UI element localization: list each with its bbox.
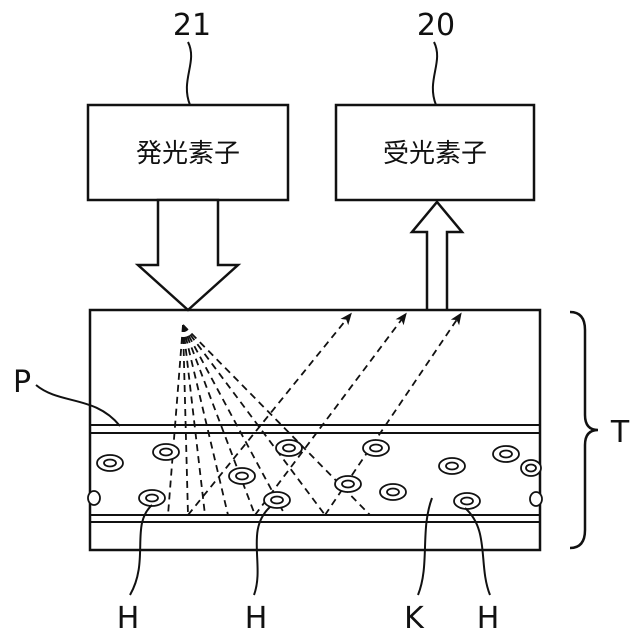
receiver-ref-number: 20 bbox=[417, 8, 455, 43]
target-brace bbox=[570, 312, 598, 548]
emitter-label: 発光素子 bbox=[136, 139, 240, 169]
hole bbox=[521, 460, 541, 476]
film-label: P bbox=[13, 365, 31, 400]
hole bbox=[229, 468, 255, 484]
emitter-ref-number: 21 bbox=[173, 8, 211, 43]
body-leader bbox=[418, 498, 432, 595]
receiver-ref-leader bbox=[433, 42, 437, 105]
reception-arrow bbox=[412, 202, 462, 310]
hole bbox=[380, 484, 406, 500]
hole bbox=[363, 440, 389, 456]
body-label: K bbox=[404, 601, 425, 636]
hole bbox=[493, 446, 519, 462]
hole-1-label: H bbox=[117, 601, 140, 636]
hole bbox=[153, 444, 179, 460]
receiver-label: 受光素子 bbox=[383, 139, 487, 169]
hole bbox=[454, 493, 480, 509]
target-label: T bbox=[610, 415, 630, 450]
hole bbox=[264, 492, 290, 508]
hole bbox=[139, 490, 165, 506]
hole bbox=[88, 491, 100, 505]
hole-3-label: H bbox=[477, 601, 500, 636]
hole bbox=[276, 440, 302, 456]
film-leader bbox=[36, 385, 120, 426]
emission-arrow bbox=[138, 200, 238, 310]
hole bbox=[439, 458, 465, 474]
holes bbox=[88, 440, 542, 509]
emitter-ref-leader bbox=[187, 42, 191, 105]
hole bbox=[97, 455, 123, 471]
hole bbox=[335, 476, 361, 492]
reflected-rays bbox=[188, 315, 460, 515]
hole-2-label: H bbox=[245, 601, 268, 636]
hole bbox=[530, 492, 542, 506]
